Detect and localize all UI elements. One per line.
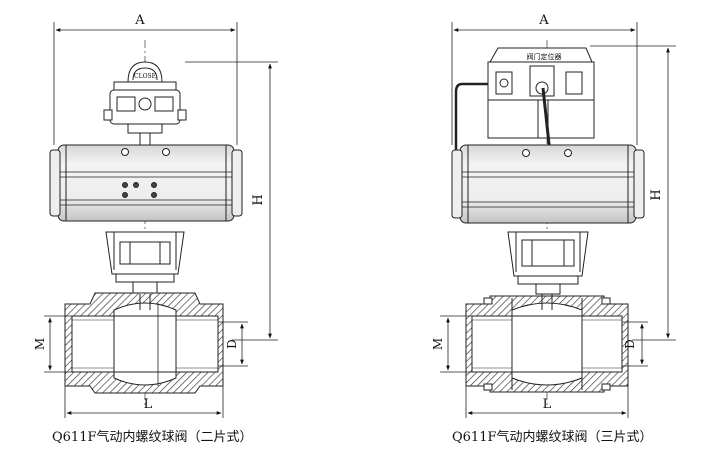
left-valve-body bbox=[64, 292, 224, 394]
left-dimension-a: A bbox=[53, 13, 238, 145]
right-valve-drawing: A H 阀门定位器 bbox=[431, 13, 676, 418]
right-actuator bbox=[451, 144, 645, 224]
left-dim-l-label: L bbox=[144, 397, 153, 412]
left-valve-drawing: A H CLOSE bbox=[33, 13, 278, 418]
left-dimension-l: L bbox=[64, 386, 224, 418]
right-dimension-a: A bbox=[451, 13, 638, 145]
right-dim-m-label: M bbox=[431, 338, 445, 350]
left-dim-m-label: M bbox=[33, 338, 47, 350]
right-dim-h-label: H bbox=[649, 189, 664, 200]
right-dimension-d: D bbox=[622, 321, 648, 367]
left-dim-d-label: D bbox=[225, 339, 239, 349]
left-dim-a-label: A bbox=[134, 13, 145, 28]
right-caption: Q611F气动内螺纹球阀（三片式） bbox=[452, 430, 653, 445]
left-dimension-m: M bbox=[33, 315, 72, 373]
left-caption: Q611F气动内螺纹球阀（二片式） bbox=[52, 430, 253, 445]
left-dimension-d: D bbox=[218, 321, 248, 367]
left-indicator-label: CLOSE bbox=[134, 73, 156, 80]
left-mounting-bracket bbox=[105, 231, 185, 295]
right-dim-l-label: L bbox=[543, 397, 552, 412]
right-valve-body bbox=[465, 294, 629, 393]
right-dim-a-label: A bbox=[538, 13, 549, 28]
right-mounting-bracket bbox=[507, 231, 589, 295]
right-dimension-m: M bbox=[431, 315, 472, 373]
right-positioner-label: 阀门定位器 bbox=[527, 52, 562, 61]
left-dimension-h: H bbox=[185, 61, 278, 341]
left-actuator bbox=[49, 144, 243, 222]
right-dim-d-label: D bbox=[623, 339, 637, 349]
left-position-indicator: CLOSE bbox=[113, 61, 177, 91]
left-dim-h-label: H bbox=[251, 194, 266, 205]
left-switch-box bbox=[103, 89, 187, 146]
right-dimension-l: L bbox=[465, 386, 629, 418]
right-dimension-h: H bbox=[590, 45, 676, 341]
